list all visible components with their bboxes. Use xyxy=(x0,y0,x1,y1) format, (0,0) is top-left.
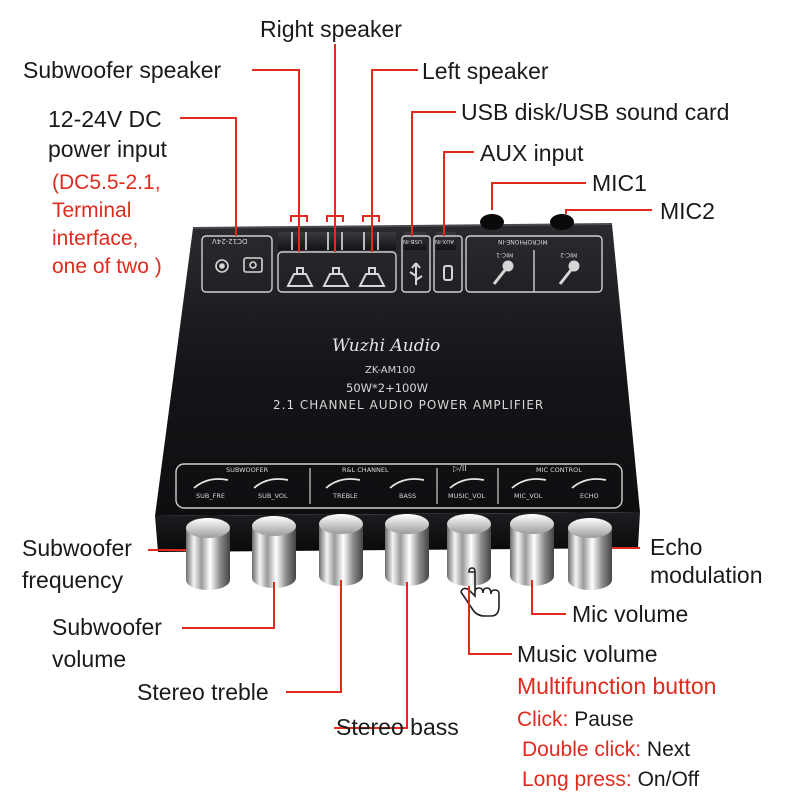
speaker-icons xyxy=(286,267,386,287)
board-top-face xyxy=(155,224,640,516)
aux-box xyxy=(433,235,463,293)
label-echo-2: modulation xyxy=(650,562,763,588)
mic-in-label: MICROPHONE-IN xyxy=(498,238,548,245)
knob-label-bass: BASS xyxy=(399,492,417,500)
knob-label-treble: TREBLE xyxy=(333,492,358,500)
label-power-note-4: one of two ) xyxy=(52,255,162,278)
long-press-row: Long press: On/Off xyxy=(522,764,699,795)
group-subwoofer-label: SUBWOOFER xyxy=(226,466,269,474)
click-value: Pause xyxy=(574,708,634,731)
label-power-input-2: power input xyxy=(48,136,167,162)
usb-label: USB-IN xyxy=(403,238,423,244)
label-subwoofer-speaker: Subwoofer speaker xyxy=(23,57,222,83)
mic1-panel-label: MIC-1 xyxy=(496,251,514,258)
power-rating-text: 50W*2+100W xyxy=(346,381,429,395)
label-usb: USB disk/USB sound card xyxy=(461,99,730,125)
label-mic1: MIC1 xyxy=(592,170,647,196)
mic2-panel-label: MIC-2 xyxy=(560,251,578,258)
description-text: 2.1 CHANNEL AUDIO POWER AMPLIFIER xyxy=(273,398,545,412)
label-power-input-1: 12-24V DC xyxy=(48,106,162,132)
group-play-pause-label: ▷/II xyxy=(453,464,467,473)
label-multifunction: Multifunction button xyxy=(517,673,717,699)
label-stereo-treble: Stereo treble xyxy=(137,679,269,705)
knob-label-sub-vol: SUB_VOL xyxy=(258,492,288,500)
label-mic2: MIC2 xyxy=(660,198,715,224)
usb-icon xyxy=(409,262,423,285)
label-right-speaker: Right speaker xyxy=(260,16,402,42)
knob-label-sub-fre: SUB_FRE xyxy=(196,492,225,500)
label-music-volume: Music volume xyxy=(517,641,658,667)
label-left-speaker: Left speaker xyxy=(422,58,549,84)
double-click-row: Double click: Next xyxy=(522,734,690,765)
label-echo-1: Echo xyxy=(650,534,703,560)
brand-logo-text: Wuzhi Audio xyxy=(332,336,441,356)
label-mic-volume: Mic volume xyxy=(572,601,689,627)
click-row: Click: Pause xyxy=(517,704,634,735)
label-stereo-bass: Stereo bass xyxy=(336,714,459,740)
speaker-outputs-box xyxy=(277,251,397,293)
mic2-icon xyxy=(558,260,580,285)
board-front-face xyxy=(155,512,640,552)
double-click-key: Double click: xyxy=(522,738,642,761)
model-text: ZK-AM100 xyxy=(365,365,416,376)
long-press-key: Long press: xyxy=(522,768,632,791)
label-subwoofer-frequency-2: frequency xyxy=(22,567,124,593)
aux-label: AUX-IN xyxy=(435,238,455,244)
knob-label-echo: ECHO xyxy=(580,492,599,500)
dc-label: DC12-24V xyxy=(212,237,248,245)
control-frame xyxy=(175,463,623,509)
knob-label-music-vol: MUSIC_VOL xyxy=(448,492,486,500)
double-click-value: Next xyxy=(646,738,691,761)
dc-input-box xyxy=(201,235,273,293)
aux-icon xyxy=(443,265,453,281)
long-press-value: On/Off xyxy=(637,768,700,791)
label-power-note-3: interface, xyxy=(52,227,139,250)
label-subwoofer-frequency-1: Subwoofer xyxy=(22,535,132,561)
mic1-icon xyxy=(492,260,514,285)
label-aux: AUX input xyxy=(480,140,584,166)
label-power-note-2: Terminal xyxy=(52,199,132,222)
click-key: Click: xyxy=(517,708,569,731)
group-mic-control-label: MIC CONTROL xyxy=(536,466,582,474)
group-rl-label: R&L CHANNEL xyxy=(342,466,389,474)
knob-label-mic-vol: MIC_VOL xyxy=(514,492,543,500)
label-subwoofer-volume-2: volume xyxy=(52,646,127,672)
label-subwoofer-volume-1: Subwoofer xyxy=(52,614,162,640)
label-power-note-1: (DC5.5-2.1, xyxy=(52,171,161,194)
